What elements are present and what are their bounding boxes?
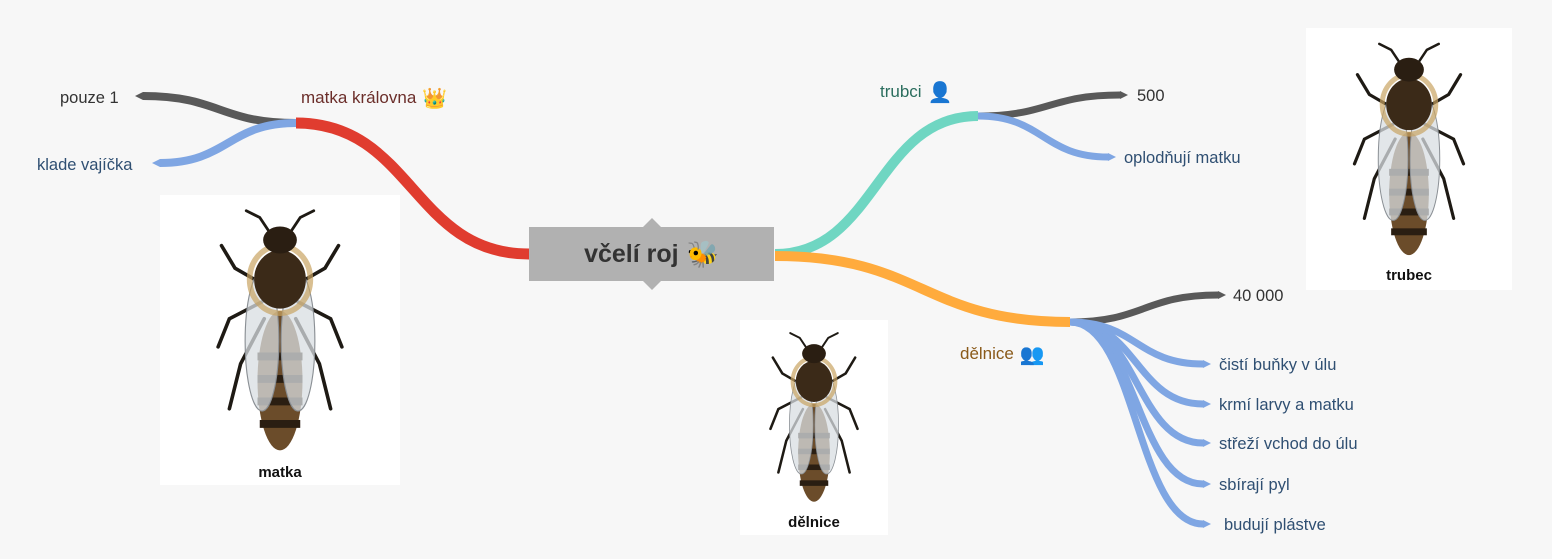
worker-bee-card: dělnice [740, 320, 888, 535]
queen-child-count-link [142, 92, 297, 127]
workers-child-feed-link-arrowhead [1203, 400, 1211, 408]
workers-child-build-link-arrowhead [1203, 520, 1211, 528]
drones-child-count-link [977, 91, 1121, 120]
branch-workers-label: dělnice [960, 344, 1014, 363]
queen-bee-illustration-icon [160, 195, 400, 465]
worker-bee-illustration-icon [740, 320, 888, 512]
drone-bee-illustration-icon [1306, 28, 1512, 268]
workers-child-feed[interactable]: krmí larvy a matku [1219, 396, 1354, 414]
queen-child-eggs-link [159, 119, 297, 167]
workers-child-guard-link-arrowhead [1203, 439, 1211, 447]
collapse-up-handle[interactable] [642, 218, 661, 227]
branch-queen[interactable]: matka královna 👑 [301, 88, 447, 109]
crown-icon: 👑 [422, 88, 448, 110]
branch-drones-label: trubci [880, 82, 922, 101]
branch-drones-link [774, 111, 979, 259]
queen-child-eggs[interactable]: klade vajíčka [37, 156, 133, 174]
workers-child-pollen-link-arrowhead [1203, 480, 1211, 488]
branch-workers[interactable]: dělnice 👥 [960, 344, 1045, 365]
drones-child-fertilize[interactable]: oplodňují matku [1124, 149, 1241, 167]
people-icon: 👥 [1019, 344, 1045, 366]
drones-child-count-link-arrowhead [1120, 91, 1128, 99]
workers-child-build[interactable]: budují plástve [1224, 516, 1326, 534]
branch-queen-label: matka královna [301, 88, 417, 107]
drones-child-fertilize-link [977, 112, 1109, 161]
workers-child-pollen[interactable]: sbírají pyl [1219, 476, 1290, 494]
workers-child-guard[interactable]: střeží vchod do úlu [1219, 435, 1358, 453]
central-topic-node[interactable]: včelí roj 🐝 [529, 218, 774, 290]
workers-child-clean-link-arrowhead [1203, 360, 1211, 368]
workers-child-count-link [1069, 291, 1219, 326]
drones-child-count[interactable]: 500 [1137, 87, 1165, 105]
worker-bee-caption: dělnice [788, 514, 840, 531]
branch-queen-link [295, 117, 530, 260]
drone-bee-caption: trubec [1386, 267, 1432, 284]
queen-child-count[interactable]: pouze 1 [60, 89, 119, 107]
drone-bee-card: trubec [1306, 28, 1512, 290]
queen-bee-card: matka [160, 195, 400, 485]
queen-child-eggs-link-arrowhead [152, 159, 160, 167]
branch-drones[interactable]: trubci 👤 [880, 82, 952, 103]
queen-child-count-link-arrowhead [135, 92, 143, 100]
workers-child-clean[interactable]: čistí buňky v úlu [1219, 356, 1337, 374]
branch-workers-link [774, 251, 1071, 327]
central-topic-label: včelí roj [584, 239, 679, 268]
workers-child-build-link [1069, 318, 1204, 528]
workers-child-count[interactable]: 40 000 [1233, 287, 1284, 305]
bee-icon: 🐝 [686, 238, 719, 269]
collapse-down-handle[interactable] [642, 281, 661, 290]
workers-child-count-link-arrowhead [1218, 291, 1226, 299]
drones-child-fertilize-link-arrowhead [1108, 153, 1116, 161]
queen-bee-caption: matka [258, 464, 302, 481]
person-icon: 👤 [927, 82, 953, 104]
